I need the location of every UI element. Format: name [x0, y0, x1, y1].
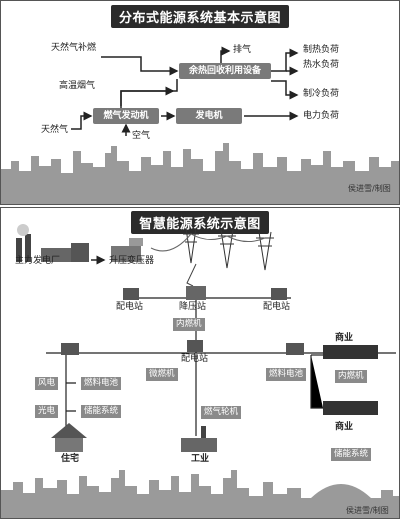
commerce-1-label: 商业 [335, 333, 354, 343]
exhaust-label: 排气 [233, 45, 252, 55]
top-credit: 侯进雪/制图 [348, 184, 391, 193]
generator-box: 发电机 [176, 108, 242, 124]
commerce-2-label: 商业 [335, 422, 354, 432]
step-down-station-icon [186, 286, 206, 300]
industry-label: 工业 [191, 454, 210, 464]
top-diagram-lines [1, 46, 399, 204]
title-text: 分布式能源系统基本示意图 [110, 5, 289, 28]
substation-center-label: 配电站 [181, 354, 209, 364]
power-plant-icon [16, 224, 89, 262]
gas-engine-box: 燃气发动机 [93, 108, 159, 124]
waste-heat-recovery-box: 余热回收利用设备 [179, 63, 271, 79]
commerce-ice-tag: 内燃机 [335, 370, 367, 383]
house-icon [51, 423, 87, 452]
distributed-energy-panel: 分布式能源系统基本示意图 天然气补燃 排气 制热负荷 热 [0, 0, 400, 205]
wind-power-tag: 风电 [35, 377, 59, 390]
air-label: 空气 [132, 131, 151, 141]
main-power-plant-label: 主力发电厂 [15, 256, 61, 266]
fuel-cell-center-tag: 燃料电池 [266, 368, 307, 381]
residential-storage-tag: 储能系统 [81, 405, 122, 418]
bottom-skyline [1, 470, 399, 518]
step-down-station-label: 降压站 [179, 302, 207, 312]
gas-turbine-tag: 燃气轮机 [201, 406, 242, 419]
smart-energy-panel: 智慧能源系统示意图 [0, 207, 400, 519]
substation-center-icon [187, 340, 203, 352]
power-load-label: 电力负荷 [303, 111, 340, 121]
residential-fuel-cell-tag: 燃料电池 [81, 377, 122, 390]
smart-energy-title: 智慧能源系统示意图 [1, 211, 399, 234]
high-temp-flue-gas-label: 高温烟气 [59, 81, 96, 91]
natural-gas-label: 天然气 [41, 125, 69, 135]
commerce-building-1-icon [323, 345, 378, 359]
solar-power-tag: 光电 [35, 405, 59, 418]
title-text: 智慧能源系统示意图 [131, 211, 269, 234]
factory-icon [181, 426, 217, 452]
commerce-node-icon [286, 343, 304, 355]
commerce-building-2-icon [323, 401, 378, 415]
substation-right-label: 配电站 [263, 302, 291, 312]
natural-gas-supplement-label: 天然气补燃 [51, 43, 97, 53]
internal-combustion-engine-tag: 内燃机 [173, 318, 205, 331]
substation-left-icon [123, 288, 139, 300]
substation-right-icon [271, 288, 287, 300]
heat-load-label: 制热负荷 [303, 45, 340, 55]
commerce-storage-tag: 储能系统 [331, 448, 372, 461]
distributed-energy-title: 分布式能源系统基本示意图 [1, 5, 399, 28]
residential-label: 住宅 [61, 454, 80, 464]
cooling-load-label: 制冷负荷 [303, 89, 340, 99]
residential-node-icon [61, 343, 79, 355]
transformer-icon [111, 238, 143, 262]
substation-left-label: 配电站 [116, 302, 144, 312]
bottom-diagram-graphics [1, 224, 399, 518]
micro-turbine-tag: 微燃机 [146, 368, 178, 381]
bottom-credit: 侯进雪/制图 [346, 506, 389, 515]
step-up-transformer-label: 升压变压器 [109, 256, 155, 266]
hot-water-load-label: 热水负荷 [303, 60, 340, 70]
transmission-tower-icons [150, 227, 274, 287]
top-skyline [1, 143, 399, 204]
